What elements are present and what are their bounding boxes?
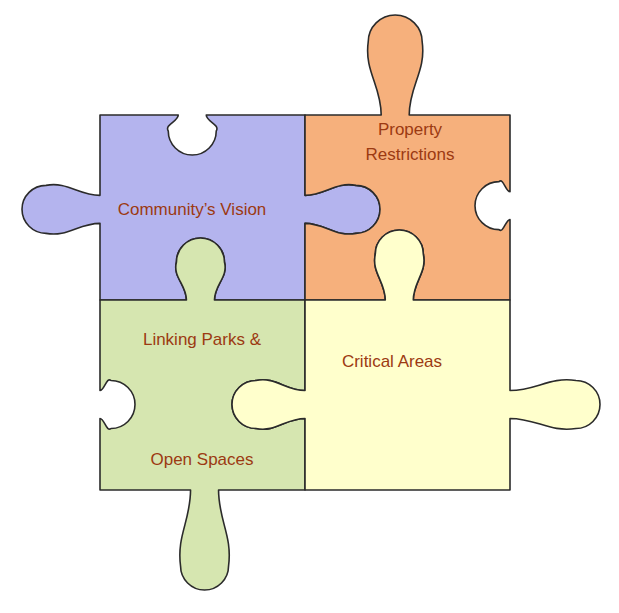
piece-label: Community’s Vision bbox=[117, 200, 268, 220]
puzzle-piece: Critical Areas bbox=[228, 226, 604, 494]
piece-label: Critical Areas bbox=[341, 352, 444, 372]
piece-label: Property Restrictions bbox=[351, 117, 470, 168]
piece-shape bbox=[232, 230, 600, 490]
